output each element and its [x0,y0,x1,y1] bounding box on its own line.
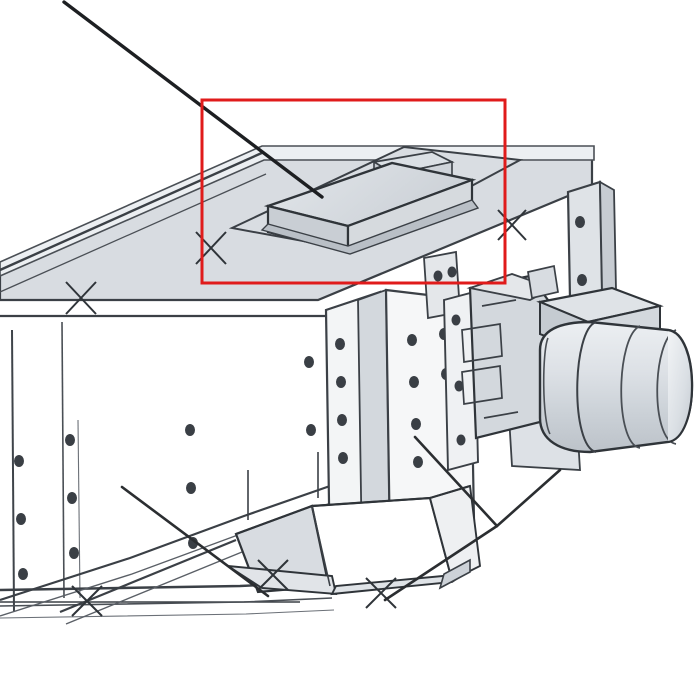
drive-bracket-plate [443,290,479,472]
hopper-top-edge [235,485,471,535]
trough-left-side-panel [11,321,81,613]
motor-ring-1 [576,321,597,453]
leader-to-hopper-flange [383,524,499,602]
hopper-inner-fold [311,505,331,587]
callout-leader-lines [62,0,324,199]
left-panel-bolt-holes [14,424,198,580]
trough-bottom-rail-c [0,609,335,619]
trough-upper-long-edge [0,150,265,272]
leader-to-side-panel [120,485,270,598]
coupling-details [461,299,519,419]
seam-tick-marks [65,209,527,617]
drive-assembly [443,264,694,472]
callout-leader-lines-thin [120,435,562,602]
trough-lower-diagonal-b [65,551,243,625]
leader-to-end-plate [413,435,499,528]
gearbox-vent-stub [527,264,559,300]
hopper-throat-lines [247,452,319,520]
cover-box-lip [260,199,480,255]
motor-end-cap [667,328,693,444]
discharge-hopper-assembly [227,484,482,596]
trough-deck-strip [0,145,595,277]
trough-upper-long-edge-2 [0,173,267,293]
leader-to-cover-box [62,0,324,199]
hopper-outlet-flange-right [438,558,471,590]
motor-ring-2 [620,325,641,449]
highlight-region-rect [200,98,507,285]
inspection-cover-box-assembly [228,145,524,320]
motor-front-bell [542,337,551,435]
trough-front-face [0,306,330,600]
leader-to-drive-mount [495,468,562,528]
trough-bottom-rail-b [0,597,333,607]
